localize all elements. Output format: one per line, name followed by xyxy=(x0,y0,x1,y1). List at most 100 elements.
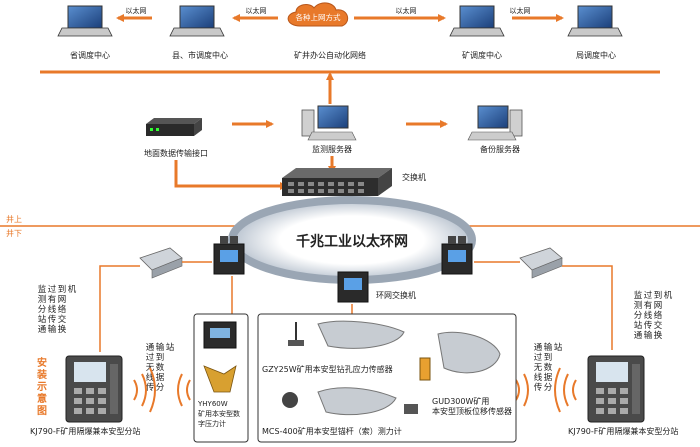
anchor-meter-icon xyxy=(282,387,418,416)
rightWired-char: 通 xyxy=(634,330,643,341)
rightWireless-char: 传 xyxy=(534,382,543,393)
rightWired-char: 输 xyxy=(644,330,653,341)
leftWireless-char: 数 xyxy=(156,362,165,373)
roof-sensor-icon xyxy=(419,331,501,381)
cloud-label: 各种上网方式 xyxy=(296,12,341,22)
wireless-icon xyxy=(515,367,577,413)
ethernet-label: 以太网 xyxy=(126,6,147,15)
install-label-char: 图 xyxy=(37,405,47,417)
pressure-gauge-icon xyxy=(203,321,237,393)
leftWired-char: 络 xyxy=(58,304,67,315)
leftWireless-char: 输 xyxy=(156,342,165,353)
ethernet-label: 以太网 xyxy=(510,6,531,15)
switch-label: 交换机 xyxy=(402,172,426,182)
leftWired-char: 网 xyxy=(58,295,67,305)
install-label-char: 装 xyxy=(36,368,47,381)
rightWired-char: 交 xyxy=(654,320,663,331)
rightWireless-char: 输 xyxy=(544,342,553,353)
right-substation-label: KJ790-F矿用隔爆兼本安型分站 xyxy=(568,426,678,436)
ring-switch-icon xyxy=(213,236,245,275)
rightWired-char: 络 xyxy=(654,310,663,321)
rightWired-char: 线 xyxy=(644,310,653,321)
install-label-char: 示 xyxy=(37,381,47,393)
ring-switch-label: 环网交换机 xyxy=(376,290,416,300)
transmission-interface-icon xyxy=(146,118,202,136)
rightWired-char: 到 xyxy=(654,291,663,301)
rightWired-char: 站 xyxy=(634,320,643,331)
laptop-icon xyxy=(57,5,113,37)
junction-box-icon xyxy=(519,247,563,279)
rightWired-char: 过 xyxy=(644,290,653,301)
transmission-label: 地面数据传输接口 xyxy=(144,148,208,158)
leftWired-char: 通 xyxy=(38,324,47,335)
bureau-label: 局调度中心 xyxy=(576,50,616,60)
drill-sensor-icon xyxy=(288,320,405,349)
leftWireless-char: 到 xyxy=(156,353,165,363)
rightWired-char: 传 xyxy=(644,320,653,331)
laptop-icon xyxy=(169,5,225,37)
leftWired-char: 输 xyxy=(48,324,57,335)
cable xyxy=(562,265,613,350)
arrow xyxy=(174,160,288,190)
leftWireless-char: 站 xyxy=(166,342,175,353)
leftWired-char: 机 xyxy=(68,284,77,295)
rightWireless-char: 分 xyxy=(544,383,553,393)
cable xyxy=(99,265,140,352)
rightWireless-char: 到 xyxy=(544,353,553,363)
leftWired-char: 站 xyxy=(38,314,47,325)
leftWired-char: 监 xyxy=(38,284,47,295)
leftWireless-char: 传 xyxy=(146,382,155,393)
rightWired-char: 换 xyxy=(654,330,663,341)
ring-label: 千兆工业以太环网 xyxy=(296,233,408,250)
leftWired-char: 有 xyxy=(48,294,57,305)
ring-switch-icon xyxy=(337,271,369,303)
wireless-icon xyxy=(133,367,191,413)
rightWired-char: 测 xyxy=(634,301,643,311)
above-ground-label: 井上 xyxy=(6,214,22,224)
provincial-label: 省调度中心 xyxy=(70,50,110,60)
anchor-meter-label: MCS-400矿用本安型锚杆（索）测力计 xyxy=(262,426,402,436)
below-ground-label: 井下 xyxy=(6,228,22,238)
leftWired-char: 过 xyxy=(48,284,57,295)
substation-icon xyxy=(65,355,123,423)
leftWired-char: 换 xyxy=(58,324,67,335)
rightWired-char: 监 xyxy=(634,290,643,301)
ethernet-label: 以太网 xyxy=(246,6,267,15)
monitor-server-icon xyxy=(301,105,357,141)
roof-sensor-label-2: 本安型顶板位移传感器 xyxy=(432,406,512,416)
rightWireless-char: 数 xyxy=(544,362,553,373)
rightWired-char: 机 xyxy=(664,290,673,301)
internet-cloud-icon xyxy=(287,2,349,27)
drill-sensor-label: GZY25W矿用本安型钻孔应力传感器 xyxy=(262,364,393,374)
leftWireless-char: 线 xyxy=(146,372,155,383)
county-label: 县、市调度中心 xyxy=(172,50,228,60)
substation-icon xyxy=(587,355,645,423)
ethernet-label: 以太网 xyxy=(396,6,417,15)
junction-box-icon xyxy=(139,247,183,279)
laptop-icon xyxy=(449,5,505,37)
pressure-gauge-label-line: 矿用本安型数 xyxy=(198,409,240,418)
pressure-gauge-label-line: YHY60W xyxy=(197,400,228,408)
core-switch-icon xyxy=(282,168,392,196)
rightWireless-char: 无 xyxy=(534,363,543,373)
leftWired-char: 到 xyxy=(58,285,67,295)
rightWireless-char: 据 xyxy=(544,372,553,383)
mine-office-label: 矿井办公自动化网络 xyxy=(294,50,366,60)
rightWireless-char: 站 xyxy=(554,342,563,353)
leftWireless-char: 过 xyxy=(146,352,155,363)
install-label-char: 意 xyxy=(37,392,47,405)
monitor-server-label: 监测服务器 xyxy=(312,144,352,154)
leftWired-char: 传 xyxy=(48,314,57,325)
mine-dispatch-label: 矿调度中心 xyxy=(462,50,502,60)
rightWireless-char: 过 xyxy=(534,352,543,363)
leftWireless-char: 据 xyxy=(156,372,165,383)
backup-server-icon xyxy=(467,105,523,141)
rightWired-char: 有 xyxy=(644,300,653,311)
rightWired-char: 分 xyxy=(634,311,643,321)
